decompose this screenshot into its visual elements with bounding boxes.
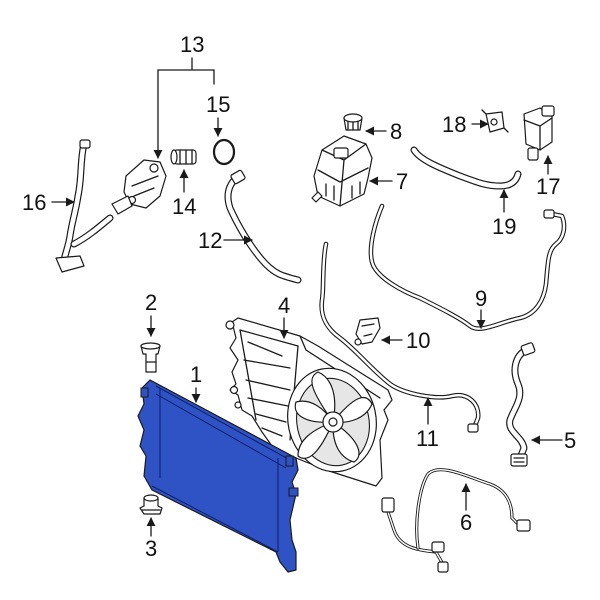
pump-hose[interactable] [410,146,522,190]
callout-2: 2 [145,290,157,315]
callout-labels: 1 2 3 4 5 6 7 8 9 10 11 12 13 14 15 16 1… [22,32,576,561]
coolant-tube-long[interactable] [368,203,567,331]
callout-10: 10 [406,328,430,353]
callout-9: 9 [475,286,487,311]
callout-17: 17 [536,174,560,199]
callout-13: 13 [180,32,204,57]
callout-12: 12 [198,228,222,253]
cooling-fan[interactable] [278,360,386,480]
radiator[interactable] [137,379,299,573]
callout-7: 7 [396,169,408,194]
callout-6: 6 [460,510,472,535]
fan-wiring-harness[interactable] [381,468,531,573]
callout-8: 8 [390,119,402,144]
thermostat[interactable] [170,149,197,165]
thermostat-housing[interactable] [111,159,167,215]
coolant-tube-lower[interactable] [319,241,481,433]
coolant-reservoir[interactable] [311,135,373,207]
callout-1: 1 [190,362,202,387]
callout-14: 14 [172,194,196,219]
callout-16: 16 [22,190,46,215]
tube-clip[interactable] [354,317,381,346]
reservoir-cap[interactable] [343,113,363,131]
auxiliary-pump[interactable] [523,105,555,161]
coolant-hose-upper[interactable] [224,169,302,284]
callout-5: 5 [564,428,576,453]
pump-bracket[interactable] [481,109,509,133]
callout-18: 18 [442,112,466,137]
callout-11: 11 [416,426,439,451]
callout-4: 4 [278,293,290,318]
leader-lines [51,57,563,537]
radiator-lower-insulator[interactable] [139,494,163,515]
lower-radiator-hose[interactable] [506,342,536,467]
callout-15: 15 [206,92,230,117]
callout-19: 19 [492,214,516,239]
thermostat-seal[interactable] [212,138,236,166]
radiator-core[interactable] [137,379,299,573]
callout-3: 3 [145,536,157,561]
radiator-upper-insulator[interactable] [140,342,161,373]
thermostat-hose[interactable] [55,139,114,273]
